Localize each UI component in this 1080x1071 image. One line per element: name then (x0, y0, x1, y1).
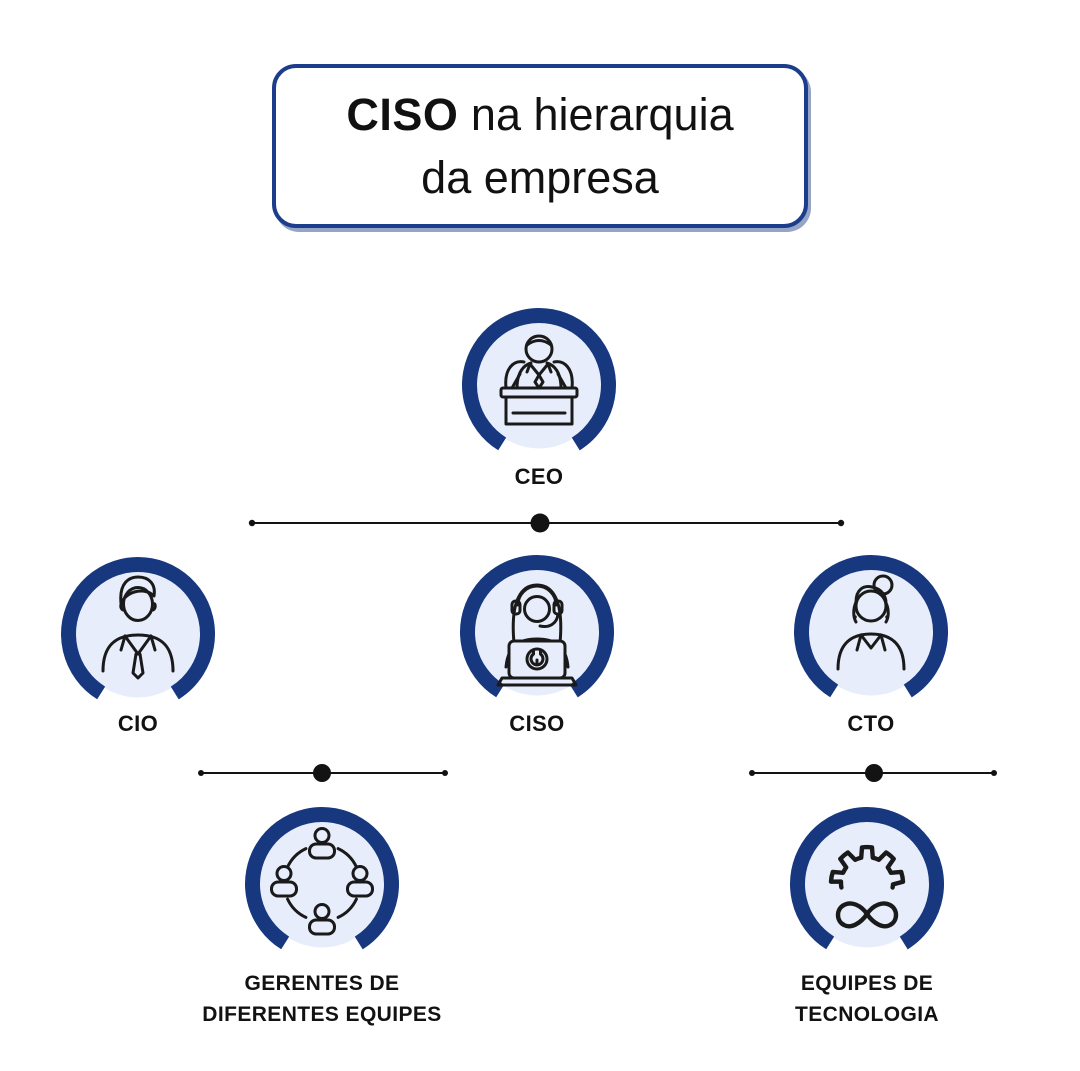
ceo-badge (462, 308, 616, 462)
title-box: CISO na hierarquia da empresa (272, 64, 808, 228)
node-gerentes (237, 799, 407, 969)
node-ciso (452, 547, 622, 717)
devops-gear-infinity-icon (828, 844, 906, 929)
node-ceo-label: CEO (514, 464, 564, 489)
title-rest: na hierarquia (458, 89, 734, 140)
cto-badge (794, 555, 948, 709)
equipes-badge (790, 807, 944, 961)
connector-top (248, 513, 845, 533)
node-cio-label: CIO (117, 711, 159, 736)
cto-woman-icon (836, 574, 906, 671)
connector-left-node-dot (313, 764, 331, 782)
equipes-label-line-1: EQUIPES DE (800, 972, 934, 995)
connector-top-node-dot (530, 513, 550, 533)
gerentes-label-line-1: GERENTES DE (244, 972, 400, 995)
title-line-1: CISO na hierarquia (346, 83, 733, 146)
connector-right-node-dot (865, 764, 883, 782)
ciso-badge (460, 555, 614, 709)
node-cio (53, 549, 223, 719)
node-equipes-label: EQUIPES DE TECNOLOGIA (795, 968, 939, 1030)
node-cto-label: CTO (847, 711, 895, 736)
cio-businessman-icon (101, 575, 175, 680)
gerentes-badge (245, 807, 399, 961)
node-cto (786, 547, 956, 717)
equipes-label-line-2: TECNOLOGIA (795, 1003, 939, 1026)
node-ciso-label: CISO (509, 711, 565, 736)
node-ceo (454, 300, 624, 470)
gerentes-label-line-2: DIFERENTES EQUIPES (202, 1003, 442, 1026)
title-bold-word: CISO (346, 89, 459, 140)
ceo-person-at-desk-icon (499, 334, 579, 426)
ciso-support-agent-laptop-icon (496, 583, 578, 687)
title-line-2: da empresa (421, 152, 659, 203)
node-equipes (782, 799, 952, 969)
connector-right (749, 764, 997, 782)
connector-left (198, 764, 448, 782)
team-network-icon (270, 827, 374, 936)
cio-badge (61, 557, 215, 711)
node-gerentes-label: GERENTES DE DIFERENTES EQUIPES (202, 968, 441, 1030)
